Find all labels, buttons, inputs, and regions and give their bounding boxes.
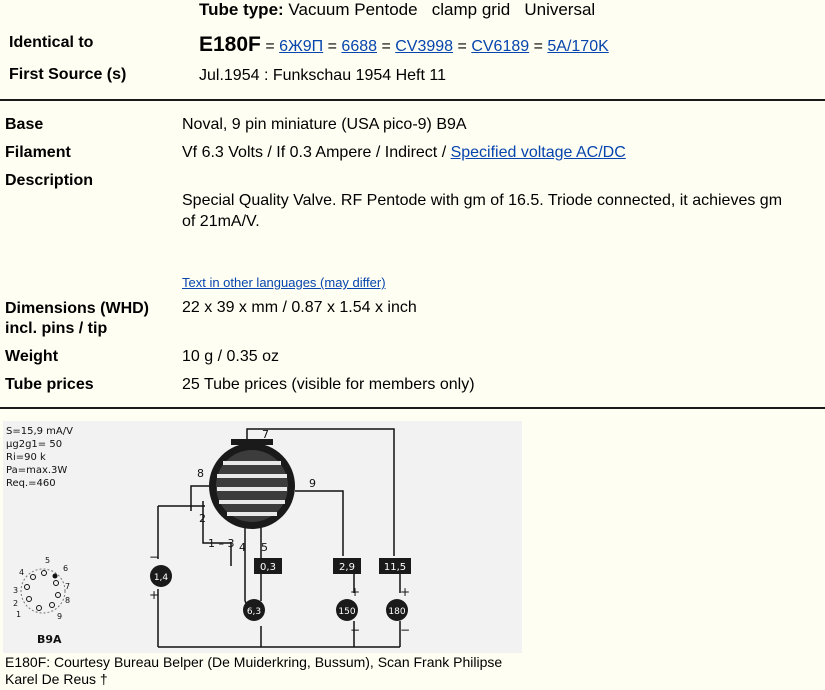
base-pin-5: 5 [45, 556, 50, 565]
base-pin-3: 3 [13, 586, 18, 595]
base-pin-9: 9 [57, 612, 62, 621]
identical-row: E180F = 6Ж9П = 6688 = CV3998 = CV6189 = … [199, 33, 609, 56]
prices-value: 25 Tube prices (visible for members only… [182, 376, 475, 393]
base-pin-2: 2 [13, 599, 18, 608]
equivalent-link-1[interactable]: 6Ж9П [279, 38, 324, 55]
base-pin-7: 7 [65, 582, 70, 591]
cathode-voltage: 1,4 [154, 573, 169, 583]
tube-type-value: Vacuum Pentode clamp grid Universal [288, 0, 596, 19]
spec-line-3: Ri=90 k [6, 452, 46, 463]
pin-9-label: 9 [309, 477, 316, 490]
g2-voltage: 150 [338, 607, 355, 617]
tube-type-label: Tube type: [199, 0, 284, 19]
current-meters: 0,3 2,9 11,5 [254, 558, 411, 574]
description-text: Special Quality Valve. RF Pentode with g… [182, 192, 783, 230]
b9a-base-pinout: 1 2 3 4 5 6 7 8 9 B9A [13, 556, 70, 646]
spec-line-5: Req.=460 [6, 478, 56, 489]
anode-current: 11,5 [384, 562, 406, 573]
spec-list: S=15,9 mA/V µg2g1= 50 Ri=90 k Pa=max.3W … [6, 426, 73, 489]
caption-line-2: Karel De Reus † [5, 671, 108, 687]
equivalent-link-4[interactable]: CV6189 [471, 38, 530, 55]
filament-value: Vf 6.3 Volts / If 0.3 Ampere / Indirect … [182, 144, 451, 161]
cathode-minus-sign: − [149, 550, 159, 564]
spec-line-1: S=15,9 mA/V [6, 426, 73, 437]
anode-plus-sign: + [400, 585, 410, 599]
image-caption: E180F: Courtesy Bureau Belper (De Muider… [5, 654, 502, 688]
identical-label: Identical to [9, 34, 94, 51]
cathode-plus-sign: + [149, 588, 159, 602]
anode-minus-sign: − [400, 623, 410, 637]
weight-label: Weight [5, 348, 59, 365]
divider-top [0, 99, 825, 101]
base-pin-4: 4 [19, 568, 24, 577]
pin-number-labels: 7 8 9 2 1 – 3 4 5 [197, 428, 316, 554]
pin-8-label: 8 [197, 467, 204, 480]
dimensions-label-line2: incl. pins / tip [5, 320, 108, 337]
description-label: Description [5, 172, 94, 189]
anode-voltage: 180 [388, 607, 405, 617]
voltage-sources: 1,4 6,3 150 180 [150, 565, 408, 621]
g2-current: 2,9 [339, 562, 355, 573]
caption-line-1: E180F: Courtesy Bureau Belper (De Muider… [5, 654, 503, 670]
base-name: B9A [37, 633, 62, 646]
dimensions-label-line1: Dimensions (WHD) [5, 300, 149, 317]
divider-bottom [0, 407, 825, 409]
tube-type-line: Tube type: Vacuum Pentode clamp grid Uni… [199, 0, 595, 20]
heater-voltage: 6,3 [247, 607, 261, 617]
pin-7-label: 7 [262, 428, 269, 441]
pin-4-label: 4 [239, 541, 246, 554]
spec-line-4: Pa=max.3W [6, 465, 67, 476]
base-pin-1: 1 [16, 610, 21, 619]
g2-minus-sign: − [350, 623, 360, 637]
tube-name: E180F [199, 33, 261, 56]
pin-5-label: 5 [261, 541, 268, 554]
g2-plus-sign: + [350, 585, 360, 599]
dimensions-value: 22 x 39 x mm / 0.87 x 1.54 x inch [182, 299, 417, 316]
heater-current: 0,3 [260, 562, 276, 573]
source-label: First Source (s) [9, 66, 127, 83]
pin-2-label: 2 [199, 512, 206, 525]
specified-voltage-link[interactable]: Specified voltage AC/DC [450, 144, 626, 161]
filament-label: Filament [5, 144, 71, 161]
source-value: Jul.1954 : Funkschau 1954 Heft 11 [199, 67, 446, 84]
circuit-svg: S=15,9 mA/V µg2g1= 50 Ri=90 k Pa=max.3W … [6, 426, 411, 648]
equivalent-link-2[interactable]: 6688 [341, 38, 378, 55]
base-pin-6: 6 [63, 564, 68, 573]
equivalent-link-5[interactable]: 5A/170K [547, 38, 609, 55]
tube-symbol [209, 439, 295, 529]
other-languages-link[interactable]: Text in other languages (may differ) [182, 275, 386, 290]
polarity-signs: − + + − + − [149, 550, 410, 637]
base-pin-8: 8 [65, 596, 70, 605]
prices-label: Tube prices [5, 376, 94, 393]
base-label: Base [5, 116, 44, 133]
equivalent-link-3[interactable]: CV3998 [395, 38, 454, 55]
weight-value: 10 g / 0.35 oz [182, 348, 279, 365]
spec-line-2: µg2g1= 50 [6, 439, 62, 450]
base-value: Noval, 9 pin miniature (USA pico-9) B9A [182, 116, 467, 133]
tube-circuit-diagram: S=15,9 mA/V µg2g1= 50 Ri=90 k Pa=max.3W … [3, 421, 522, 653]
filament-row: Vf 6.3 Volts / If 0.3 Ampere / Indirect … [182, 144, 626, 162]
dimensions-label: Dimensions (WHD) incl. pins / tip [5, 299, 149, 339]
pin-1-3-label: 1 – 3 [208, 537, 235, 550]
